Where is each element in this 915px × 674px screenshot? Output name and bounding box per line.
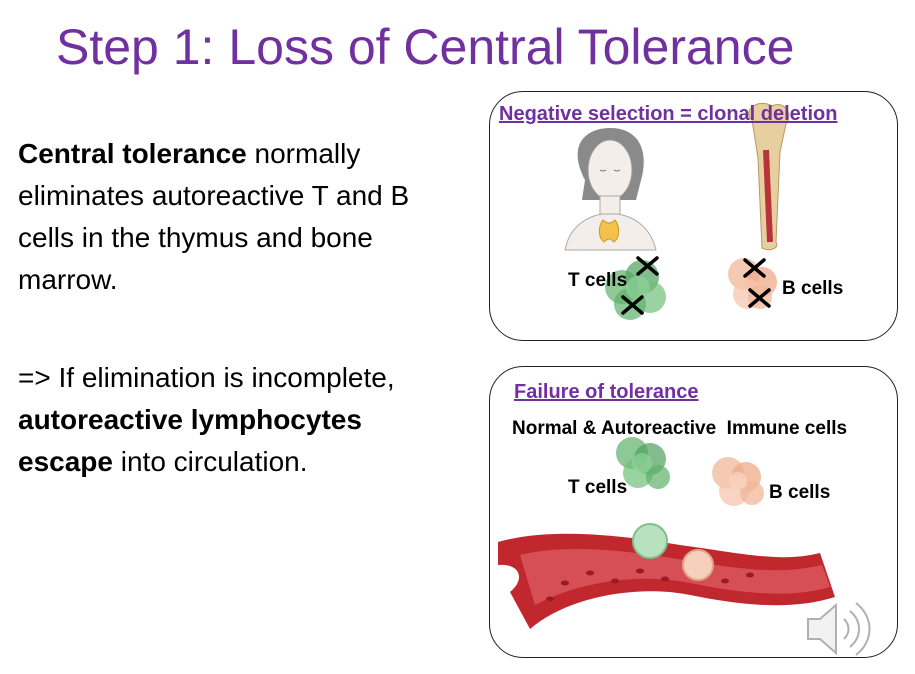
- b-cells-label: B cells: [769, 482, 831, 503]
- negative-selection-panel: Negative selection = clonal deletion T c…: [489, 91, 898, 341]
- cross-mark-icon: [621, 256, 771, 315]
- bone-icon: [748, 102, 790, 251]
- failure-illustration: [498, 437, 871, 656]
- blood-vessel-icon: [498, 533, 835, 629]
- para2-bold-line2: autoreactive lymphocytes: [18, 404, 362, 435]
- central-tolerance-paragraph: Central tolerance normally eliminates au…: [18, 133, 478, 301]
- negative-selection-title: Negative selection = clonal deletion: [499, 103, 838, 125]
- para1-line4: marrow.: [18, 264, 118, 295]
- failure-of-tolerance-panel: Failure of tolerance Normal & Autoreacti…: [489, 366, 898, 658]
- speaker-icon: [807, 602, 871, 656]
- person-icon: [564, 127, 657, 251]
- escaping-b-cell: [682, 549, 714, 581]
- slide-title: Step 1: Loss of Central Tolerance: [56, 19, 795, 75]
- negative-selection-illustration: [564, 102, 790, 320]
- para1-line1-rest: normally: [246, 138, 361, 169]
- para1-line3: cells in the thymus and bone: [18, 222, 373, 253]
- escape-paragraph: => If elimination is incomplete, autorea…: [18, 357, 478, 483]
- t-cell-cluster: [616, 437, 670, 489]
- para2-line1: => If elimination is incomplete,: [18, 362, 395, 393]
- central-tolerance-term: Central tolerance: [18, 138, 247, 169]
- t-cells-label: T cells: [568, 270, 628, 291]
- escape-term: escape: [18, 446, 113, 477]
- failure-of-tolerance-title: Failure of tolerance: [514, 381, 699, 403]
- b-cells-label: B cells: [782, 278, 844, 299]
- escaping-t-cell: [632, 523, 668, 559]
- para1-line2: eliminates autoreactive T and B: [18, 180, 410, 211]
- t-cells-label: T cells: [568, 477, 628, 498]
- b-cell-cluster: [712, 457, 764, 506]
- para2-line3-rest: into circulation.: [112, 446, 308, 477]
- immune-cells-subtitle: Normal & Autoreactive Immune cells: [512, 418, 848, 439]
